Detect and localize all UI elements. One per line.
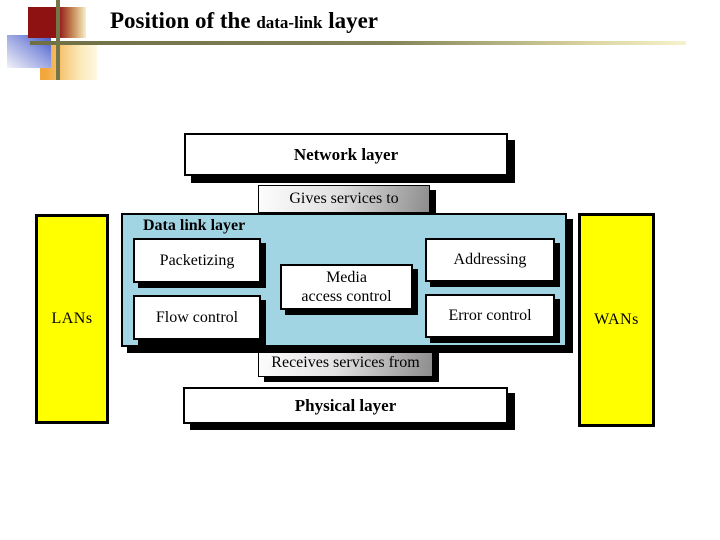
- network-layer-box: Network layer: [184, 133, 508, 176]
- media-access-control-line2: access control: [301, 288, 392, 305]
- data-link-layer-label: Data link layer: [143, 217, 246, 234]
- gives-services-label: Gives services to: [289, 190, 399, 207]
- addressing-label: Addressing: [453, 251, 527, 268]
- data-link-layer-box: Data link layer Packetizing Addressing M…: [121, 213, 567, 347]
- logo-red-gradient-square: [58, 7, 86, 38]
- title-part-1: Position of the: [110, 8, 257, 33]
- logo-blue-square: [7, 35, 51, 68]
- packetizing-label: Packetizing: [159, 251, 235, 269]
- physical-layer-label: Physical layer: [294, 395, 397, 415]
- gives-services-bar: Gives services to: [258, 185, 430, 213]
- page-title: Position of the data-link layer: [110, 6, 378, 38]
- title-underline-rule: [30, 41, 686, 45]
- lans-box: LANs: [35, 214, 109, 424]
- lans-label: LANs: [51, 310, 93, 327]
- network-layer-label: Network layer: [293, 144, 399, 164]
- physical-layer-box: Physical layer: [183, 387, 508, 424]
- receives-services-bar: Receives services from: [258, 348, 433, 377]
- error-control-box: Error control: [425, 294, 555, 338]
- media-access-control-box: Media access control: [280, 264, 413, 310]
- wans-box: WANs: [578, 213, 655, 427]
- title-part-3: layer: [322, 8, 379, 33]
- packetizing-box: Packetizing: [133, 238, 261, 283]
- addressing-box: Addressing: [425, 238, 555, 282]
- receives-services-label: Receives services from: [271, 353, 420, 371]
- slide-logo: [0, 0, 110, 85]
- wans-label: WANs: [594, 311, 639, 328]
- error-control-label: Error control: [448, 307, 532, 324]
- logo-vertical-rule: [56, 0, 60, 80]
- title-part-2: data-link: [256, 13, 323, 32]
- flow-control-box: Flow control: [133, 295, 261, 340]
- media-access-control-line1: Media: [326, 269, 367, 286]
- flow-control-label: Flow control: [155, 308, 239, 326]
- logo-red-square: [28, 7, 58, 38]
